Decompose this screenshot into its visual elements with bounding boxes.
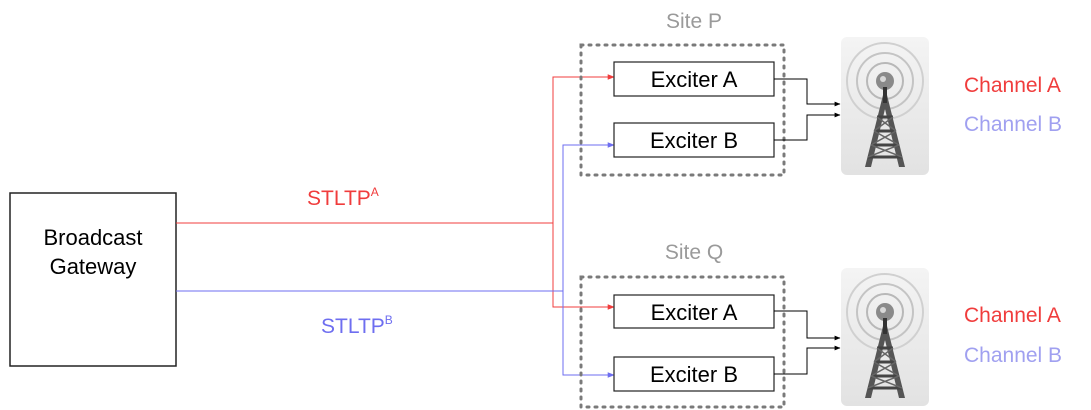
site-q-label: Site Q xyxy=(665,241,723,264)
site-p-exciter-b-label: Exciter B xyxy=(650,128,738,153)
broadcast-gateway: Broadcast Gateway xyxy=(9,192,177,367)
site-p-channel-a: Channel A xyxy=(964,74,1061,97)
site-q-exciter-b-label: Exciter B xyxy=(650,362,738,387)
site-q: Site Q Exciter A Exciter B Channel A Cha… xyxy=(579,241,1062,409)
site-p-label: Site P xyxy=(666,10,722,33)
site-q-exciter-a-label: Exciter A xyxy=(651,300,738,325)
site-p-boundary xyxy=(579,43,786,177)
site-q-boundary xyxy=(579,275,786,409)
gateway-box xyxy=(9,192,177,367)
site-p-channel-b: Channel B xyxy=(964,113,1062,136)
site-p: Site P Exciter A Exciter B Channel A Cha… xyxy=(579,10,1062,177)
site-q-channel-b: Channel B xyxy=(964,344,1062,367)
site-q-tower-icon xyxy=(839,266,931,408)
stltp-b-label: STLTPB xyxy=(321,313,393,338)
site-p-tower-icon xyxy=(839,35,931,177)
gateway-label-line1: Broadcast xyxy=(43,225,142,250)
stltp-a-path xyxy=(176,74,615,310)
site-q-exciter-b-box xyxy=(613,356,775,392)
stltp-b-path xyxy=(176,142,615,378)
site-p-exciter-a-label: Exciter A xyxy=(651,67,738,92)
site-p-exciter-b-box xyxy=(613,122,775,158)
gateway-label-line2: Gateway xyxy=(50,254,137,279)
site-p-exciter-a-box xyxy=(613,61,775,97)
site-q-channel-a: Channel A xyxy=(964,304,1061,327)
stltp-a-label: STLTPA xyxy=(307,185,379,210)
